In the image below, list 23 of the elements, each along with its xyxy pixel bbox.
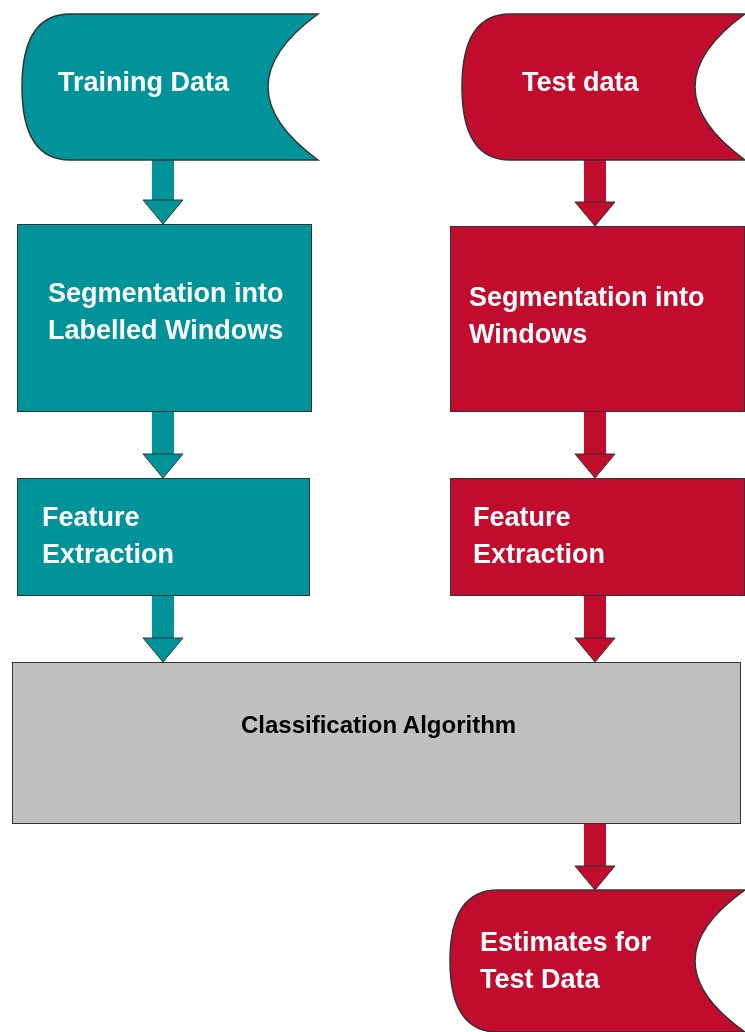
node-label: Segmentation into Windows [469, 281, 706, 351]
node-label: Training Data [58, 66, 231, 99]
block-arrow [574, 160, 616, 227]
block-arrow [142, 160, 184, 225]
block-arrow [142, 596, 184, 663]
data-store-shape [22, 14, 318, 160]
node-label: Feature Extraction [473, 501, 607, 571]
block-arrow [574, 596, 616, 663]
box-label: Classification Algorithm [241, 710, 518, 740]
block-arrow [142, 412, 184, 479]
data-store-shape [450, 890, 745, 1032]
block-arrow [574, 412, 616, 479]
node-label: Segmentation into Labelled Windows [48, 277, 285, 347]
process-box [12, 662, 741, 824]
process-box [17, 478, 310, 596]
process-box [450, 226, 745, 412]
node-label: Feature Extraction [42, 501, 176, 571]
block-arrow [574, 824, 616, 891]
process-box [450, 478, 745, 596]
node-label: Test data [522, 66, 640, 99]
node-label: Estimates for Test Data [480, 926, 653, 996]
process-box [17, 224, 312, 412]
data-store-shape [462, 14, 745, 160]
